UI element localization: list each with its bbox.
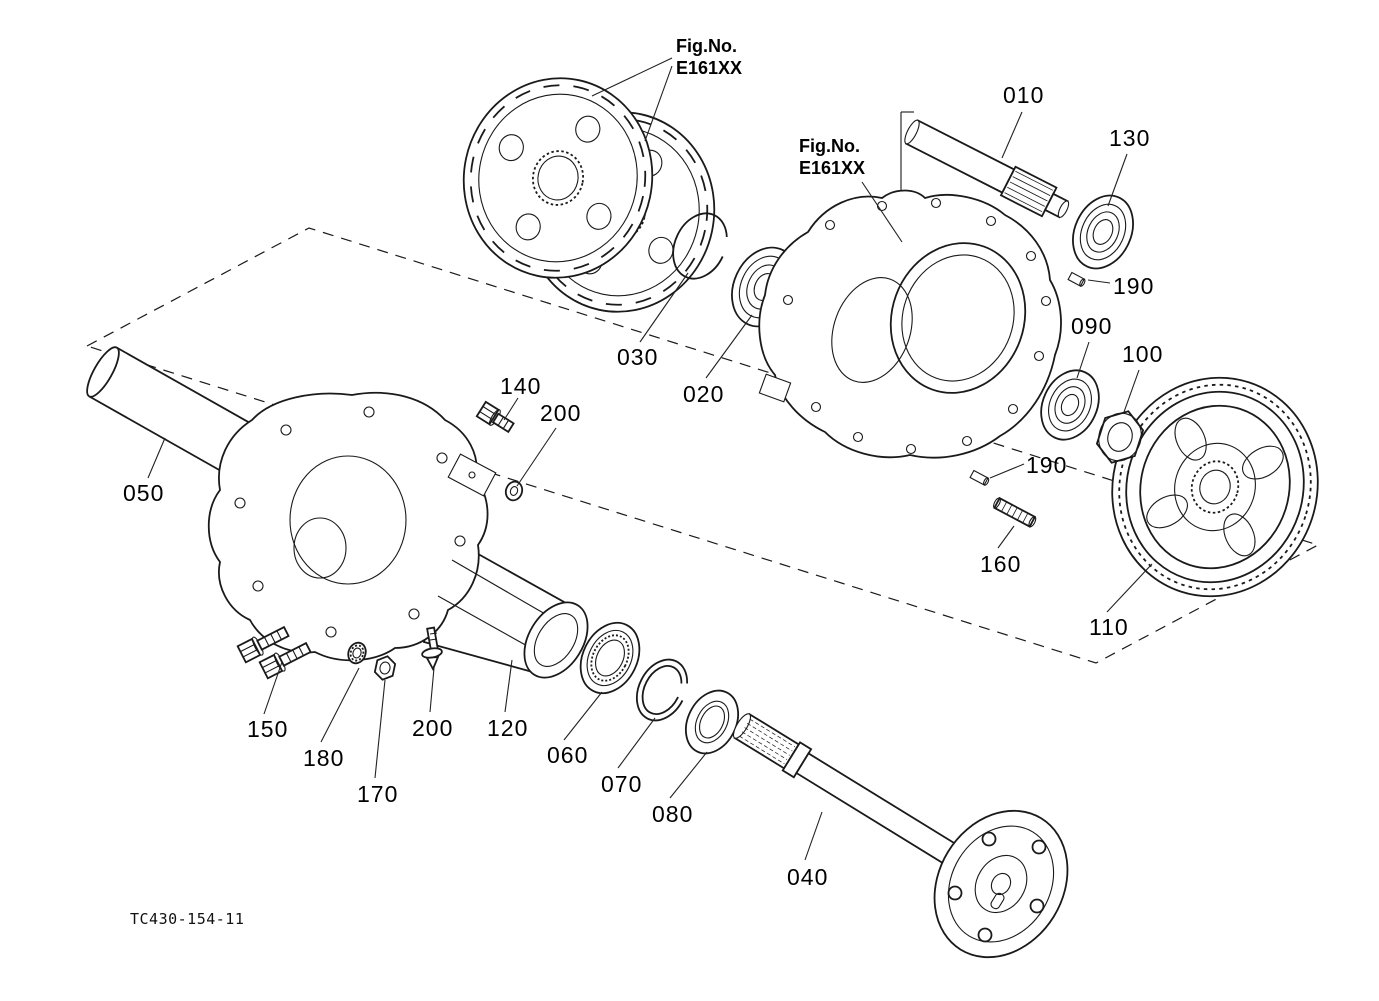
part-bolts-150 — [236, 625, 312, 680]
callout-190-upper: 190 — [1113, 273, 1155, 299]
part-clutch-disc-front — [462, 77, 654, 279]
part-collar-080 — [684, 689, 740, 755]
fig-ref-mid: Fig.No. E161XX — [799, 136, 865, 179]
callout-180: 180 — [303, 745, 345, 771]
leader-lines — [147, 57, 1153, 861]
callout-090: 090 — [1071, 313, 1113, 339]
callout-050: 050 — [123, 480, 165, 506]
part-pin-190-upper — [1067, 271, 1086, 287]
callout-200-top: 200 — [540, 400, 582, 426]
callout-160: 160 — [980, 551, 1022, 577]
callout-100: 100 — [1122, 341, 1164, 367]
callout-060: 060 — [547, 742, 589, 768]
part-plug-200-bottom — [421, 626, 443, 672]
callout-030: 030 — [617, 344, 659, 370]
callout-170: 170 — [357, 781, 399, 807]
part-diff-housing — [758, 189, 1062, 459]
part-nut-170 — [373, 655, 397, 681]
part-washer-200-top — [504, 480, 524, 502]
fig-ref-top-line1: Fig.No. — [676, 36, 737, 56]
part-nut-100 — [1095, 410, 1145, 464]
callout-140: 140 — [500, 373, 542, 399]
part-bolt-140 — [475, 400, 515, 434]
part-stud-160 — [993, 496, 1037, 528]
callout-010: 010 — [1003, 82, 1045, 108]
callout-190-lower: 190 — [1026, 452, 1068, 478]
callout-150: 150 — [247, 716, 289, 742]
callout-200-bottom: 200 — [412, 715, 454, 741]
drawing-number: TC430-154-11 — [130, 910, 245, 928]
callout-080: 080 — [652, 801, 694, 827]
part-seal-060 — [579, 621, 641, 695]
callout-120: 120 — [487, 715, 529, 741]
part-pin-190-lower — [969, 469, 990, 486]
fig-ref-top: Fig.No. E161XX — [676, 36, 742, 79]
part-axle-shaft-040 — [732, 712, 1069, 959]
part-bearing-130 — [1072, 194, 1134, 270]
part-snap-ring-070 — [635, 658, 689, 722]
part-washer-180 — [347, 641, 367, 665]
callout-110: 110 — [1089, 614, 1129, 640]
fig-ref-mid-line1: Fig.No. — [799, 136, 860, 156]
callout-130: 130 — [1109, 125, 1151, 151]
part-axle-case-120 — [207, 391, 589, 679]
callout-070: 070 — [601, 771, 643, 797]
fig-ref-top-line2: E161XX — [676, 57, 743, 78]
part-bearing-090 — [1040, 369, 1100, 441]
fig-ref-mid-line2: E161XX — [799, 157, 866, 178]
part-gear-110 — [1111, 376, 1319, 598]
callout-040: 040 — [787, 864, 829, 890]
callout-020: 020 — [683, 381, 725, 407]
part-shaft-010 — [904, 119, 1070, 219]
